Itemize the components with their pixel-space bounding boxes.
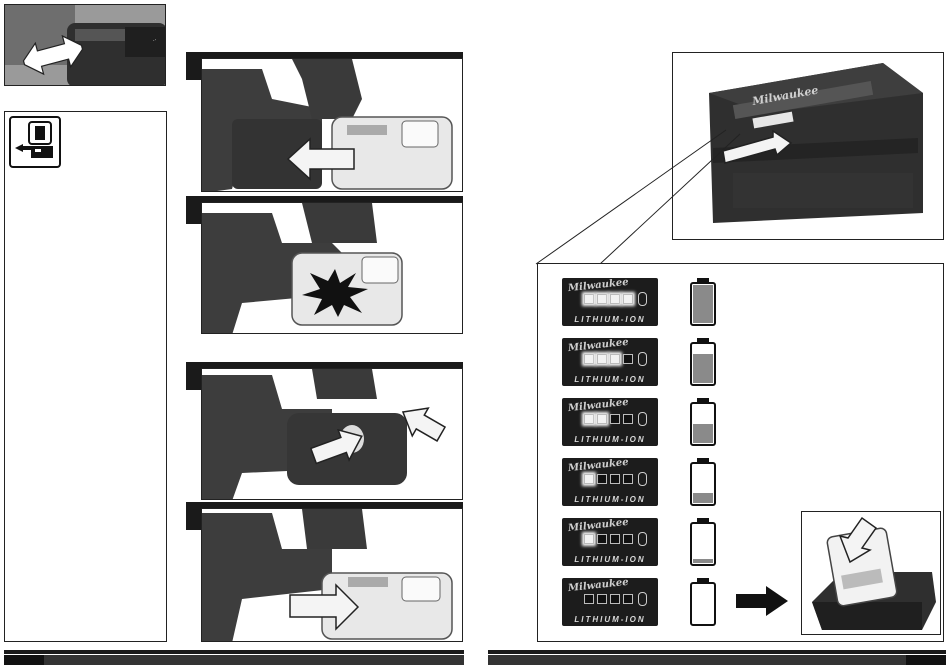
- gauge-button: [638, 292, 647, 306]
- badge-brand: LITHIUM-ION: [562, 615, 658, 624]
- pack-insert-icon: [9, 116, 61, 168]
- led-row: [584, 534, 633, 544]
- fuel-cell-icon: [688, 517, 718, 567]
- led-indicator: [597, 354, 607, 364]
- left-footer-tab: [4, 655, 44, 665]
- gauge-button: [638, 592, 647, 606]
- step-1-panel: [201, 58, 463, 192]
- battery-slide-photo: ..: [4, 4, 166, 86]
- push-arrow-icon: [310, 429, 366, 469]
- led-indicator: [610, 354, 620, 364]
- step-3-panel: [201, 368, 463, 500]
- led-indicator: [597, 594, 607, 604]
- led-indicator: [584, 414, 594, 424]
- fuel-level-fill: [693, 354, 713, 383]
- badge-logo: Milwaukee: [568, 277, 630, 294]
- led-indicator: [584, 354, 594, 364]
- badge-brand: LITHIUM-ION: [562, 315, 658, 324]
- fuel-level-fill: [693, 285, 713, 323]
- step-4-panel: [201, 508, 463, 642]
- badge-logo: Milwaukee: [568, 457, 630, 474]
- fuel-cell-icon: [688, 397, 718, 447]
- led-indicator: [623, 594, 633, 604]
- led-indicator: [584, 594, 594, 604]
- badge-logo: Milwaukee: [568, 517, 630, 534]
- led-indicator: [584, 474, 594, 484]
- left-footer-line: [4, 650, 464, 654]
- led-indicator: [597, 294, 607, 304]
- led-indicator: [610, 414, 620, 424]
- charger-panel: [801, 511, 941, 635]
- gauge-button: [638, 472, 647, 486]
- fuel-cell-icon: [688, 577, 718, 627]
- push-arrow-icon: [398, 403, 446, 443]
- led-indicator: [584, 294, 594, 304]
- badge-brand: LITHIUM-ION: [562, 495, 658, 504]
- led-row: [584, 594, 633, 604]
- double-arrow-icon: [21, 35, 85, 83]
- led-indicator: [610, 594, 620, 604]
- step-2-panel: [201, 202, 463, 334]
- led-indicator: [623, 534, 633, 544]
- led-indicator: [623, 474, 633, 484]
- led-indicator: [597, 474, 607, 484]
- led-indicator: [623, 414, 633, 424]
- spark-icon: [300, 267, 370, 319]
- fuel-cell-icon: [688, 337, 718, 387]
- fuel-cell-icon: [688, 277, 718, 327]
- right-footer-line: [488, 650, 946, 654]
- led-indicator: [610, 534, 620, 544]
- led-indicator: [597, 534, 607, 544]
- fuel-level-fill: [693, 424, 713, 443]
- led-indicator: [610, 294, 620, 304]
- badge-brand: LITHIUM-ION: [562, 435, 658, 444]
- charger-arrow-icon: [836, 516, 886, 566]
- fuel-level-fill: [693, 493, 713, 503]
- left-footer-bar: [44, 655, 464, 665]
- arrow-right-icon: [734, 584, 790, 618]
- led-row: [584, 414, 633, 424]
- warning-panel: [4, 111, 167, 642]
- right-footer-tab: [906, 655, 946, 665]
- led-indicator: [623, 354, 633, 364]
- gauge-button: [638, 352, 647, 366]
- badge-logo: Milwaukee: [568, 577, 630, 594]
- badge-logo: Milwaukee: [568, 397, 630, 414]
- led-row: [584, 474, 633, 484]
- badge-logo: Milwaukee: [568, 337, 630, 354]
- badge-brand: LITHIUM-ION: [562, 375, 658, 384]
- right-footer-bar: [488, 655, 906, 665]
- gauge-button: [638, 412, 647, 426]
- callout-lines: [530, 128, 750, 268]
- badge-brand: LITHIUM-ION: [562, 555, 658, 564]
- push-arrow-icon: [288, 583, 360, 631]
- led-row: [584, 354, 633, 364]
- led-indicator: [623, 294, 633, 304]
- fuel-cell-icon: [688, 457, 718, 507]
- led-indicator: [610, 474, 620, 484]
- led-indicator: [584, 534, 594, 544]
- led-indicator: [597, 414, 607, 424]
- gauge-button: [638, 532, 647, 546]
- led-row: [584, 294, 633, 304]
- push-arrow-icon: [286, 137, 356, 183]
- fuel-level-fill: [693, 559, 713, 563]
